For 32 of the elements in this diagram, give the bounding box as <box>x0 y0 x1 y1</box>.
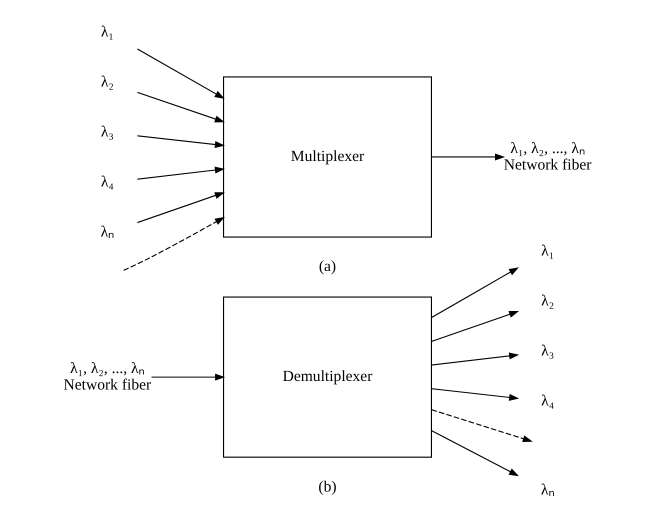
arrow <box>152 374 226 381</box>
arrow <box>432 153 506 160</box>
node-text: λ₃ <box>541 342 554 360</box>
arrow <box>137 48 225 99</box>
node-text: λ₄ <box>100 174 114 191</box>
arrow <box>431 311 520 342</box>
arrow <box>123 216 225 271</box>
node-text: λ₃ <box>100 124 114 141</box>
node-text: λ₄ <box>541 392 554 410</box>
node-text: λ₁ <box>541 242 554 260</box>
arrow <box>137 166 225 180</box>
arrow <box>431 430 519 476</box>
label: (b) <box>318 478 337 496</box>
node-text: λ₁ <box>100 24 114 41</box>
arrow <box>137 192 225 224</box>
node-label: Network fiber <box>504 156 592 174</box>
node-text: λ₁, λ₂, ..., λₙ <box>510 140 585 157</box>
node-box: Multiplexer <box>222 76 432 238</box>
arrow <box>431 409 533 442</box>
node-text: λₙ <box>100 224 114 241</box>
arrow <box>137 135 225 148</box>
arrow <box>432 267 519 318</box>
node-text: λ₁, λ₂, ..., λₙ <box>70 360 145 377</box>
arrow <box>431 352 520 366</box>
node-text: λ₂ <box>100 74 114 91</box>
node-text: λ₂ <box>541 292 554 310</box>
arrow <box>431 388 520 401</box>
node-text: λₙ <box>540 482 554 499</box>
node-label: Network fiber <box>64 376 152 394</box>
node-box: Demultiplexer <box>222 296 432 458</box>
arrow <box>137 92 225 122</box>
label: (a) <box>318 258 336 276</box>
